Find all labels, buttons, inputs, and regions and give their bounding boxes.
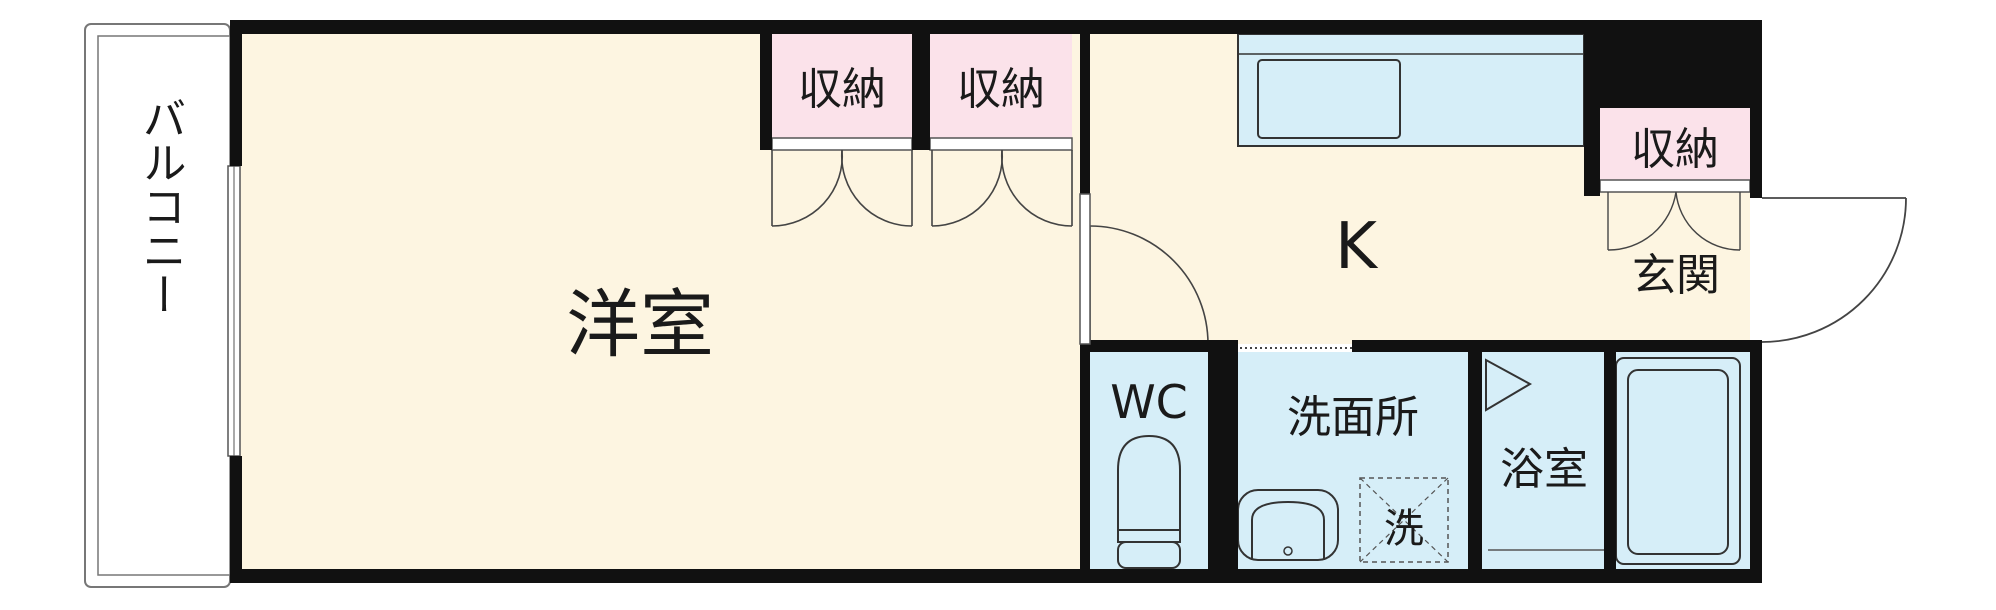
storage-left[interactable] xyxy=(771,34,913,151)
balcony-label: バルコニー xyxy=(135,96,186,316)
storage-left-label: 収納 xyxy=(798,64,886,115)
bathroom-door xyxy=(1485,358,1533,412)
closet-door-middle xyxy=(931,149,1073,227)
storage-middle[interactable] xyxy=(929,34,1073,151)
toilet-fixture xyxy=(1117,434,1181,569)
balcony xyxy=(84,23,231,588)
balcony-window[interactable] xyxy=(227,165,241,457)
entrance-floor xyxy=(1600,184,1750,344)
washer-space xyxy=(1359,477,1449,563)
bathroom-label: 浴室 xyxy=(1500,444,1588,495)
washroom-label: 洗面所 xyxy=(1287,392,1419,443)
interior-window xyxy=(1079,193,1091,345)
washer-label: 洗 xyxy=(1384,506,1424,552)
walls xyxy=(230,20,1762,583)
toilet-label: WC xyxy=(1110,375,1188,429)
entrance-door xyxy=(1761,197,1907,343)
kitchen-label: K xyxy=(1335,210,1379,284)
kitchen-counter xyxy=(1237,33,1585,147)
closet-door-left xyxy=(771,149,913,227)
storage-entrance[interactable] xyxy=(1599,108,1751,193)
storage-middle-label: 収納 xyxy=(957,64,1045,115)
storage-entrance-label: 収納 xyxy=(1631,124,1719,175)
western-room-label: 洋室 xyxy=(566,282,714,368)
wash-basin xyxy=(1237,489,1339,561)
entrance-label: 玄関 xyxy=(1632,250,1720,301)
bathtub xyxy=(1615,357,1741,565)
closet-door-entrance xyxy=(1607,191,1741,251)
